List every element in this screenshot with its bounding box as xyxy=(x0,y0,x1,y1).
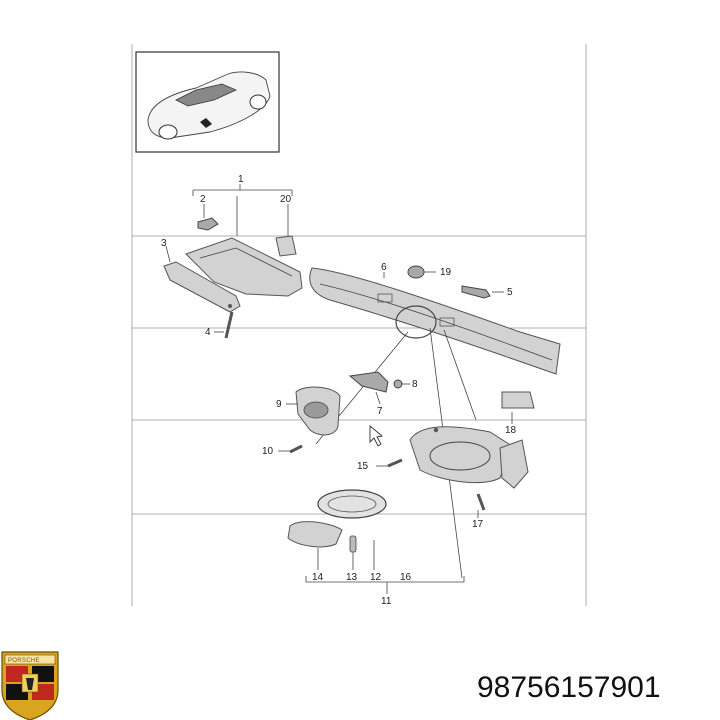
part-number: 98756157901 xyxy=(477,671,661,704)
part-16-console xyxy=(409,426,529,489)
part-6-rail xyxy=(309,267,561,375)
car-rear-wheel xyxy=(249,94,267,110)
bracket-11 xyxy=(305,540,465,594)
part-13-bulb xyxy=(349,535,357,570)
part-9-housing xyxy=(286,386,341,436)
part-7-bracket xyxy=(348,371,389,405)
car-highlight-marker xyxy=(200,118,212,128)
callout-20: 20 xyxy=(280,194,292,205)
car-soft-top xyxy=(175,83,237,107)
callout-10: 10 xyxy=(262,446,274,457)
porsche-crest-logo: PORSCHE xyxy=(1,651,59,720)
part-10-screw xyxy=(278,444,303,454)
part-4-screw xyxy=(214,311,234,339)
part-1-cover-panel xyxy=(185,237,303,297)
callout-5: 5 xyxy=(507,287,513,298)
callout-17: 17 xyxy=(472,519,484,530)
callout-18: 18 xyxy=(505,425,517,436)
part-8-nut xyxy=(393,379,410,389)
callout-8: 8 xyxy=(412,379,418,390)
logo-wordmark: PORSCHE xyxy=(8,658,40,664)
part-2-clip xyxy=(197,204,219,231)
callout-6: 6 xyxy=(381,262,387,273)
part-12-lens-frame xyxy=(317,489,387,519)
part-19-grommet xyxy=(407,265,436,279)
part-15-screw xyxy=(376,458,403,468)
bracket-1 xyxy=(192,184,293,236)
callout-11: 11 xyxy=(381,596,392,607)
part-20-pad xyxy=(275,204,297,257)
part-18-label xyxy=(501,391,535,424)
callout-12: 12 xyxy=(370,572,382,583)
callout-2: 2 xyxy=(200,194,206,205)
callout-14: 14 xyxy=(312,572,324,583)
callout-9: 9 xyxy=(276,399,282,410)
callout-16: 16 xyxy=(400,572,412,583)
part-14-lamp-lens xyxy=(287,521,343,570)
callout-7: 7 xyxy=(377,406,383,417)
callout-4: 4 xyxy=(205,327,211,338)
crest-horse-icon xyxy=(26,678,34,690)
callout-numbers: 1 2 3 4 5 6 7 8 9 10 11 12 13 14 15 16 1… xyxy=(161,174,517,607)
callout-13: 13 xyxy=(346,572,358,583)
pointer-arrow-icon xyxy=(369,425,384,447)
car-front-wheel xyxy=(158,124,178,140)
callout-19: 19 xyxy=(440,267,452,278)
callout-3: 3 xyxy=(161,238,167,249)
part-3-trim-strip xyxy=(163,245,241,313)
callout-15: 15 xyxy=(357,461,369,472)
callout-1: 1 xyxy=(238,174,244,185)
vehicle-thumbnail xyxy=(135,51,280,153)
part-5-pin xyxy=(461,285,504,299)
part-17-screw xyxy=(476,493,486,518)
